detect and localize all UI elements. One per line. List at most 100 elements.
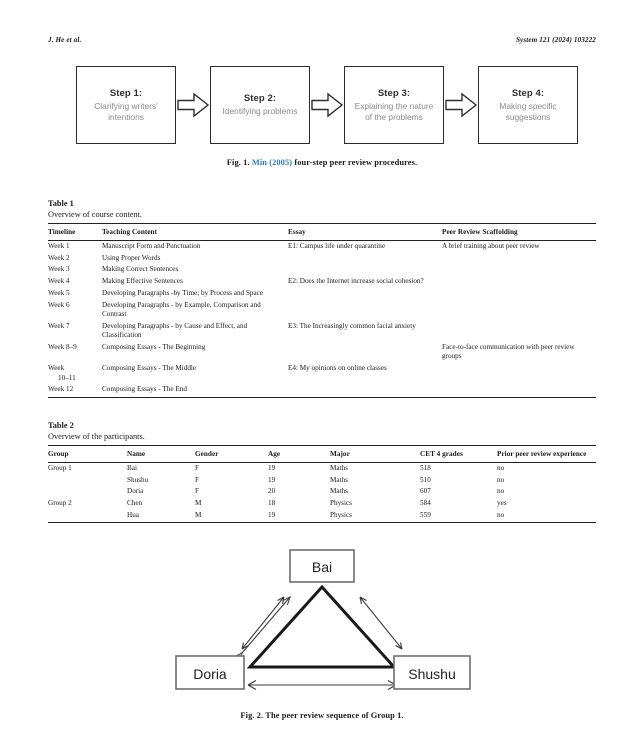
cell-scaffolding bbox=[442, 299, 596, 320]
cell-scaffolding bbox=[442, 276, 596, 288]
table-row: Week 3 Making Correct Sentences bbox=[48, 264, 596, 276]
cell-teaching-content: Composing Essays - The Beginning bbox=[102, 342, 206, 351]
cell-essay bbox=[288, 264, 442, 276]
cell-age: 19 bbox=[268, 475, 276, 484]
running-head-authors: J. He et al. bbox=[48, 36, 82, 44]
cell-prior-experience: no bbox=[497, 475, 505, 484]
cell-gender: F bbox=[195, 487, 199, 496]
cell-timeline: Week 7 bbox=[48, 321, 70, 330]
cell-age: 20 bbox=[268, 487, 276, 496]
table-2-header-row: Group Name Gender Age Major CET 4 grades… bbox=[48, 445, 596, 463]
table-2-block: Table 2 Overview of the participants. Gr… bbox=[48, 421, 596, 524]
cell-group bbox=[48, 510, 127, 523]
cell-timeline: Week 4 bbox=[48, 277, 70, 286]
running-head-journal-ref: System 121 (2024) 103222 bbox=[515, 36, 596, 44]
cell-essay: E4: My opinions on online classes bbox=[288, 364, 387, 373]
cell-timeline: Week 3 bbox=[48, 265, 70, 274]
cell-scaffolding bbox=[442, 321, 596, 342]
figure-2: Bai Doria Shushu Fig. 2. The peer review… bbox=[48, 545, 596, 720]
cell-timeline-line2: 10–11 bbox=[58, 373, 76, 382]
table-row: Doria F 20 Maths 607 no bbox=[48, 486, 596, 498]
cell-timeline-line1: Week bbox=[48, 364, 65, 373]
figure-1-caption-prefix: Fig. 1. bbox=[226, 158, 250, 167]
double-headed-arrow-icon bbox=[242, 597, 290, 653]
flow-step-2: Step 2: Identifying problems bbox=[210, 66, 310, 144]
block-arrow-right-icon bbox=[311, 92, 344, 118]
cell-essay bbox=[288, 288, 442, 300]
table-2-col-cet4-grades: CET 4 grades bbox=[420, 445, 497, 463]
table-row: Week 8–9 Composing Essays - The Beginnin… bbox=[48, 342, 596, 363]
cell-group: Group 2 bbox=[48, 499, 72, 508]
cell-gender: M bbox=[195, 510, 202, 519]
cell-group: Group 1 bbox=[48, 464, 72, 473]
cell-teaching-content: Developing Paragraphs - by Cause and Eff… bbox=[102, 321, 248, 340]
table-1-bottom-rule-cell bbox=[48, 397, 596, 398]
figure-2-peer-review-triangle: Bai Doria Shushu bbox=[175, 549, 471, 690]
cell-name: Shushu bbox=[127, 475, 149, 484]
table-row: Group 1 Bai F 19 Maths 518 no bbox=[48, 463, 596, 475]
flow-step-1-title: Step 1: bbox=[109, 87, 143, 99]
cell-teaching-content: Composing Essays - The End bbox=[102, 385, 187, 394]
block-arrow-right-icon bbox=[177, 92, 210, 118]
figure-1-caption-citation-link[interactable]: Min (2005) bbox=[251, 158, 293, 167]
table-2-col-name: Name bbox=[127, 445, 195, 463]
cell-timeline: Week 12 bbox=[48, 385, 74, 394]
table-row: Hua M 19 Physics 559 no bbox=[48, 510, 596, 523]
cell-scaffolding bbox=[442, 288, 596, 300]
cell-name: Chen bbox=[127, 499, 143, 508]
table-2-label: Table 2 bbox=[48, 421, 74, 430]
cell-essay bbox=[288, 299, 442, 320]
cell-group bbox=[48, 475, 127, 487]
flow-step-3-body: Explaining the nature of the problems bbox=[354, 101, 434, 122]
node-bai: Bai bbox=[289, 549, 355, 583]
cell-teaching-content: Developing Paragraphs - by Example, Comp… bbox=[102, 300, 261, 319]
flow-step-4-body: Making specific suggestions bbox=[499, 101, 557, 122]
cell-timeline: Week 6 bbox=[48, 300, 70, 309]
table-2-col-gender: Gender bbox=[195, 445, 268, 463]
cell-essay: E2: Does the Internet increase social co… bbox=[288, 277, 424, 286]
cell-prior-experience: yes bbox=[497, 499, 507, 508]
table-1-block: Table 1 Overview of course content. Time… bbox=[48, 199, 596, 398]
cell-cet4: 584 bbox=[420, 499, 431, 508]
table-1-col-peer-review-scaffolding: Peer Review Scaffolding bbox=[442, 223, 596, 241]
figure-1-caption: Fig. 1. Min (2005) four-step peer review… bbox=[48, 158, 596, 167]
flow-step-3-title: Step 3: bbox=[377, 87, 411, 99]
running-head: J. He et al. System 121 (2024) 103222 bbox=[48, 36, 596, 44]
cell-major: Maths bbox=[330, 464, 348, 473]
cell-essay bbox=[288, 384, 442, 397]
node-bai-label: Bai bbox=[312, 559, 332, 575]
cell-name: Doria bbox=[127, 487, 144, 496]
flow-step-1: Step 1: Clarifying writers' intentions bbox=[76, 66, 176, 144]
table-1-header-row: Timeline Teaching Content Essay Peer Rev… bbox=[48, 223, 596, 241]
cell-group bbox=[48, 486, 127, 498]
table-1: Timeline Teaching Content Essay Peer Rev… bbox=[48, 223, 596, 398]
table-1-label: Table 1 bbox=[48, 199, 74, 208]
flow-step-2-title: Step 2: bbox=[243, 92, 277, 104]
node-doria: Doria bbox=[175, 655, 245, 690]
cell-scaffolding bbox=[442, 264, 596, 276]
cell-name: Bai bbox=[127, 464, 137, 473]
figure-1-caption-text: four-step peer review procedures. bbox=[294, 158, 418, 167]
table-row: Week 12 Composing Essays - The End bbox=[48, 384, 596, 397]
edge-arrow-doria-shushu bbox=[247, 680, 397, 690]
node-shushu: Shushu bbox=[393, 655, 471, 690]
figure-1: Step 1: Clarifying writers' intentions S… bbox=[48, 66, 596, 167]
cell-essay bbox=[288, 253, 442, 265]
cell-timeline: Week 8–9 bbox=[48, 342, 77, 351]
table-row: Week 4 Making Effective Sentences E2: Do… bbox=[48, 276, 596, 288]
table-2-col-age: Age bbox=[268, 445, 330, 463]
cell-major: Maths bbox=[330, 487, 348, 496]
node-shushu-label: Shushu bbox=[408, 666, 455, 682]
table-row: Week 1 Manuscript Form and Punctuation E… bbox=[48, 241, 596, 253]
block-arrow-right-icon bbox=[445, 92, 478, 118]
flow-step-4-title: Step 4: bbox=[511, 87, 545, 99]
cell-gender: M bbox=[195, 499, 202, 508]
table-1-subtitle: Overview of course content. bbox=[48, 210, 142, 219]
cell-teaching-content: Making Correct Sentences bbox=[102, 265, 179, 274]
cell-essay: E3: The Increasingly common facial anxie… bbox=[288, 321, 416, 330]
cell-essay bbox=[288, 342, 442, 363]
table-1-col-timeline: Timeline bbox=[48, 223, 102, 241]
cell-cet4: 518 bbox=[420, 464, 431, 473]
cell-scaffolding: A brief training about peer review bbox=[442, 242, 540, 251]
cell-scaffolding bbox=[442, 363, 596, 384]
